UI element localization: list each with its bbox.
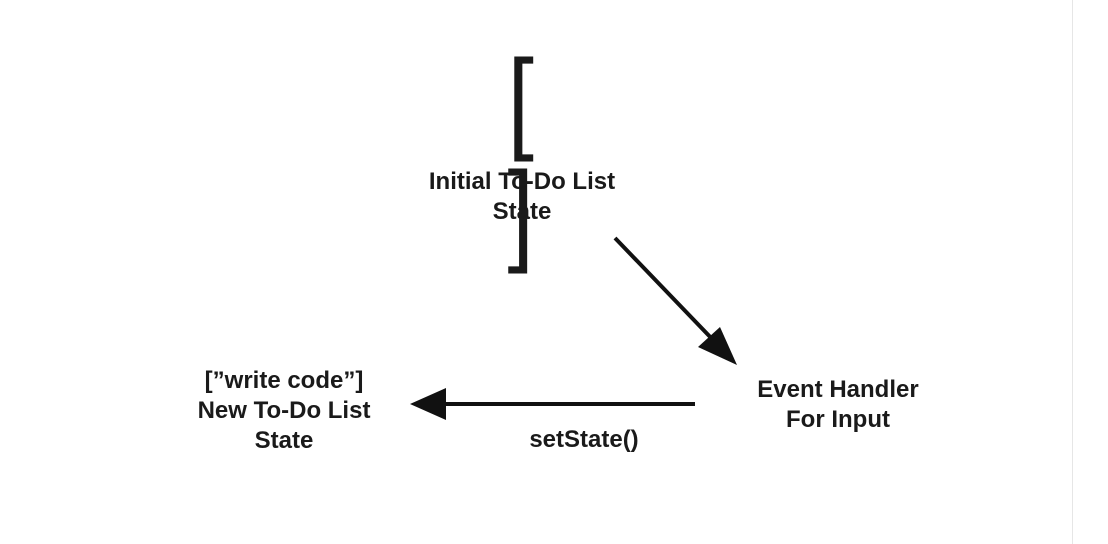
arrow-initial-to-event-head [698, 327, 737, 365]
initial-state-line1: Initial To-Do List [428, 168, 616, 195]
new-state-line1: [”write code”] [204, 367, 364, 394]
right-border-divider [1072, 0, 1073, 544]
empty-array-symbol: [ ] [507, 37, 543, 274]
new-state-line2: New To-Do List [197, 397, 371, 424]
event-handler-line1: Event Handler [757, 376, 919, 403]
event-handler-line2: For Input [786, 406, 890, 433]
setstate-edge-label: setState() [529, 426, 639, 453]
arrow-initial-to-event-shaft [613, 236, 718, 345]
arrow-event-to-new-head [410, 388, 446, 420]
new-state-line3: State [254, 427, 314, 454]
new-state-label: [”write code”] New To-Do List State [164, 366, 404, 456]
event-handler-label: Event Handler For Input [718, 375, 958, 435]
initial-state-line2: State [492, 198, 552, 225]
initial-state-label: Initial To-Do List State [392, 167, 652, 227]
